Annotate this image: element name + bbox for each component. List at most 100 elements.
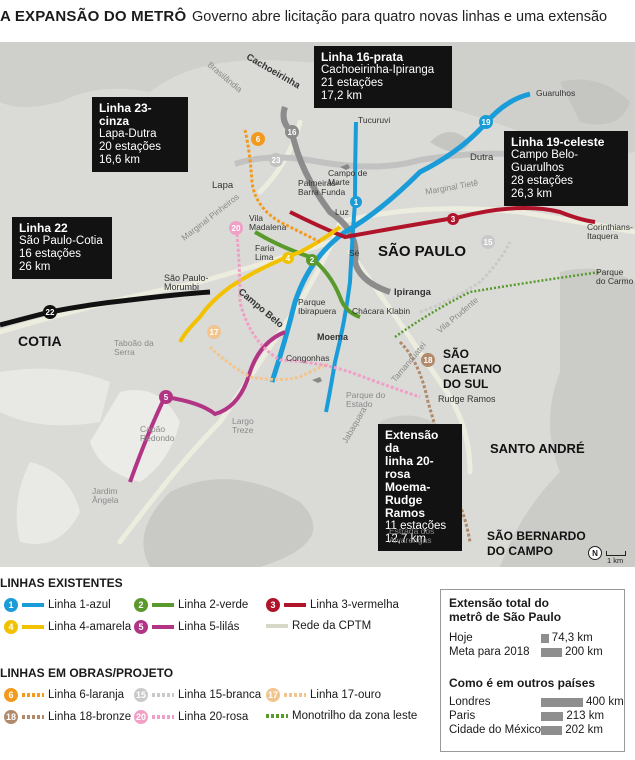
airport-icon bbox=[340, 164, 350, 170]
line-15-path bbox=[419, 241, 512, 314]
legend-label: Linha 3-vermelha bbox=[310, 599, 399, 611]
line-swatch bbox=[152, 625, 174, 629]
legend-existing-header: LINHAS EXISTENTES bbox=[0, 576, 123, 590]
city-cotia: COTIA bbox=[18, 333, 62, 349]
stats-value: 213 km bbox=[566, 710, 605, 722]
line-swatch bbox=[284, 693, 306, 697]
line-18-path bbox=[398, 340, 472, 543]
badge-20 bbox=[229, 221, 243, 235]
line-badge-icon: 18 bbox=[4, 710, 18, 724]
label-ipiranga: Ipiranga bbox=[394, 287, 431, 298]
stats-value: 202 km bbox=[565, 724, 603, 736]
svg-text:2: 2 bbox=[310, 256, 315, 265]
legend-label: Linha 1-azul bbox=[48, 599, 111, 611]
stats-label: Cidade do México bbox=[449, 724, 542, 736]
stats-label: Meta para 2018 bbox=[449, 646, 530, 658]
line-17-path bbox=[208, 345, 329, 381]
line-1-path bbox=[324, 121, 358, 413]
label-rudge-ramos: Rudge Ramos bbox=[438, 394, 496, 404]
label-lapa: Lapa bbox=[212, 180, 234, 191]
line-2-path bbox=[253, 230, 361, 319]
svg-text:22: 22 bbox=[46, 308, 55, 317]
monotrail-path bbox=[394, 270, 601, 339]
line-swatch bbox=[284, 603, 306, 607]
metro-map[interactable]: 16 19 6 23 1 3 20 4 2 15 22 17 18 5 Linh… bbox=[0, 42, 635, 567]
legend-works-header: LINHAS EM OBRAS/PROJETO bbox=[0, 666, 174, 680]
label-largo-treze: Largo Treze bbox=[232, 416, 254, 435]
stats-bar bbox=[541, 711, 564, 721]
legend-item: 3 Linha 3-vermelha bbox=[266, 598, 399, 612]
label-chacara-klabin: Chácara Klabin bbox=[352, 306, 411, 316]
svg-text:1: 1 bbox=[354, 198, 359, 207]
label-parque-ibirapuera: Parque Ibirapuera bbox=[298, 297, 337, 316]
scale-bar bbox=[606, 551, 626, 556]
legend-label: Linha 6-laranja bbox=[48, 689, 125, 701]
line-badge-icon: 6 bbox=[4, 688, 18, 702]
line-swatch bbox=[152, 603, 174, 607]
label-congonhas: Congonhas bbox=[286, 353, 330, 363]
label-taboao: Taboão da Serra bbox=[114, 338, 154, 357]
badge-17 bbox=[207, 325, 221, 339]
airport-icon bbox=[312, 377, 322, 383]
line-swatch bbox=[152, 693, 174, 697]
stats-compare-header: Como é em outros países bbox=[449, 676, 596, 690]
callout-line-22: Linha 22 São Paulo-Cotia 16 estações 26 … bbox=[12, 217, 112, 279]
callout-line-19: Linha 19-celeste Campo Belo-Guarulhos 28… bbox=[504, 131, 628, 206]
city-santo-andre: SANTO ANDRÉ bbox=[490, 441, 585, 456]
scale-label: 1 km bbox=[607, 556, 624, 565]
line-4-path bbox=[178, 225, 342, 343]
svg-text:19: 19 bbox=[482, 118, 491, 127]
line-badge-icon: 15 bbox=[134, 688, 148, 702]
stats-bar bbox=[541, 633, 549, 643]
stats-value: 200 km bbox=[565, 646, 603, 658]
label-tucuruvi: Tucuruvi bbox=[358, 115, 391, 125]
city-sao-caetano: SÃO CAETANO DO SUL bbox=[443, 347, 502, 391]
label-guarulhos: Guarulhos bbox=[536, 88, 576, 98]
line-badge-icon: 1 bbox=[4, 598, 18, 612]
legend-label: Linha 4-amarela bbox=[48, 621, 132, 633]
legend-item: Rede da CPTM bbox=[266, 620, 371, 632]
label-se: Sé bbox=[349, 248, 360, 258]
north-arrow-icon: N bbox=[588, 546, 602, 560]
label-vila-madalena: Vila Madalena bbox=[249, 213, 287, 232]
line-16-path bbox=[280, 106, 391, 295]
svg-text:20: 20 bbox=[232, 224, 241, 233]
line-swatch bbox=[22, 715, 44, 719]
label-dutra: Dutra bbox=[470, 152, 494, 163]
stats-bar bbox=[541, 697, 583, 707]
legend-item: Monotrilho da zona leste bbox=[266, 710, 417, 722]
city-sao-bernardo: SÃO BERNARDO DO CAMPO bbox=[487, 529, 586, 558]
line-6-path bbox=[243, 129, 321, 244]
legend-item: 18 Linha 18-bronze bbox=[4, 710, 131, 724]
line-swatch bbox=[266, 624, 288, 628]
city-sao-paulo: SÃO PAULO bbox=[378, 243, 467, 260]
legend-label: Linha 18-bronze bbox=[48, 711, 132, 723]
legend-label: Linha 20-rosa bbox=[178, 711, 249, 723]
badge-6 bbox=[251, 132, 265, 146]
badge-19 bbox=[479, 115, 493, 129]
callout-line-23: Linha 23-cinza Lapa-Dutra 20 estações 16… bbox=[92, 97, 188, 172]
badge-3 bbox=[447, 213, 459, 225]
svg-text:18: 18 bbox=[424, 356, 433, 365]
line-swatch bbox=[22, 625, 44, 629]
label-sao-paulo-morumbi: São Paulo-Morumbi bbox=[164, 273, 209, 292]
stats-value: 400 km bbox=[586, 696, 624, 708]
line-20-path bbox=[234, 223, 421, 399]
line-swatch bbox=[22, 603, 44, 607]
line-swatch bbox=[152, 715, 174, 719]
page-subtitle: Governo abre licitação para quatro novas… bbox=[192, 9, 608, 25]
svg-text:16: 16 bbox=[288, 128, 297, 137]
line-badge-icon: 3 bbox=[266, 598, 280, 612]
badge-1 bbox=[350, 196, 362, 208]
legend-item: 6 Linha 6-laranja bbox=[4, 688, 124, 702]
